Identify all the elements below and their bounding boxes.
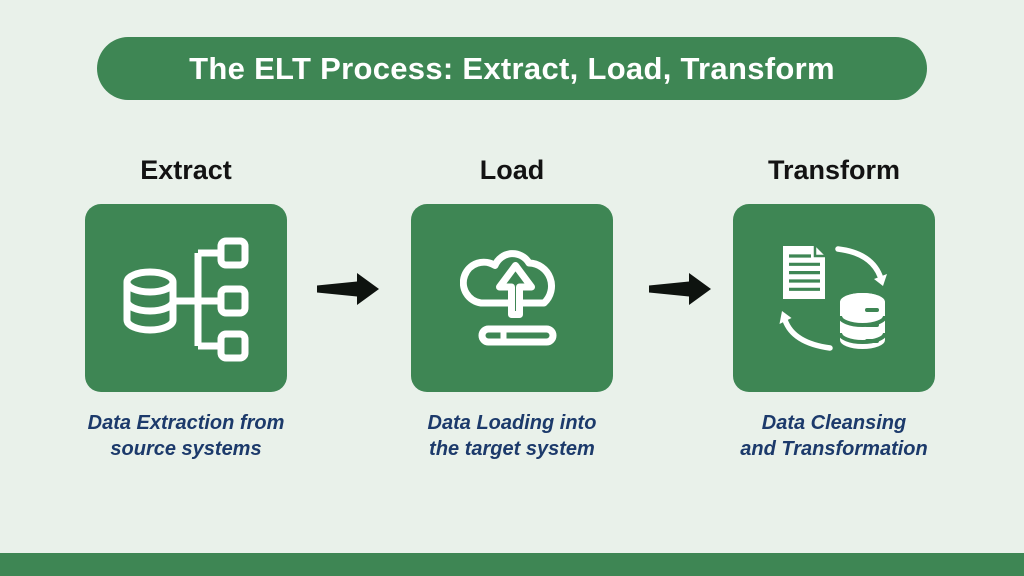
step-transform: Transform Data Clea — [733, 150, 935, 462]
arrow-right-icon — [649, 273, 711, 305]
step-extract-card — [85, 204, 287, 392]
step-extract: Extract Data Extraction from source syst… — [85, 150, 287, 462]
step-load: Load Data Loading into the target system — [411, 150, 613, 462]
arrow-right-icon — [317, 273, 379, 305]
step-transform-label: Transform — [767, 155, 901, 185]
document-database-sync-icon — [779, 246, 887, 351]
footer-accent-bar — [0, 553, 1024, 576]
step-transform-card — [733, 204, 935, 392]
step-load-label: Load — [479, 155, 545, 185]
step-load-card — [411, 204, 613, 392]
step-extract-label: Extract — [140, 155, 232, 185]
cloud-upload-icon — [460, 250, 557, 346]
step-load-caption: Data Loading into the target system — [427, 412, 597, 460]
database-sources-icon — [123, 237, 249, 362]
step-extract-caption: Data Extraction from source systems — [87, 412, 285, 460]
title-banner: The ELT Process: Extract, Load, Transfor… — [97, 37, 927, 100]
page-title: The ELT Process: Extract, Load, Transfor… — [189, 50, 835, 86]
step-transform-caption: Data Cleansing and Transformation — [740, 412, 928, 460]
